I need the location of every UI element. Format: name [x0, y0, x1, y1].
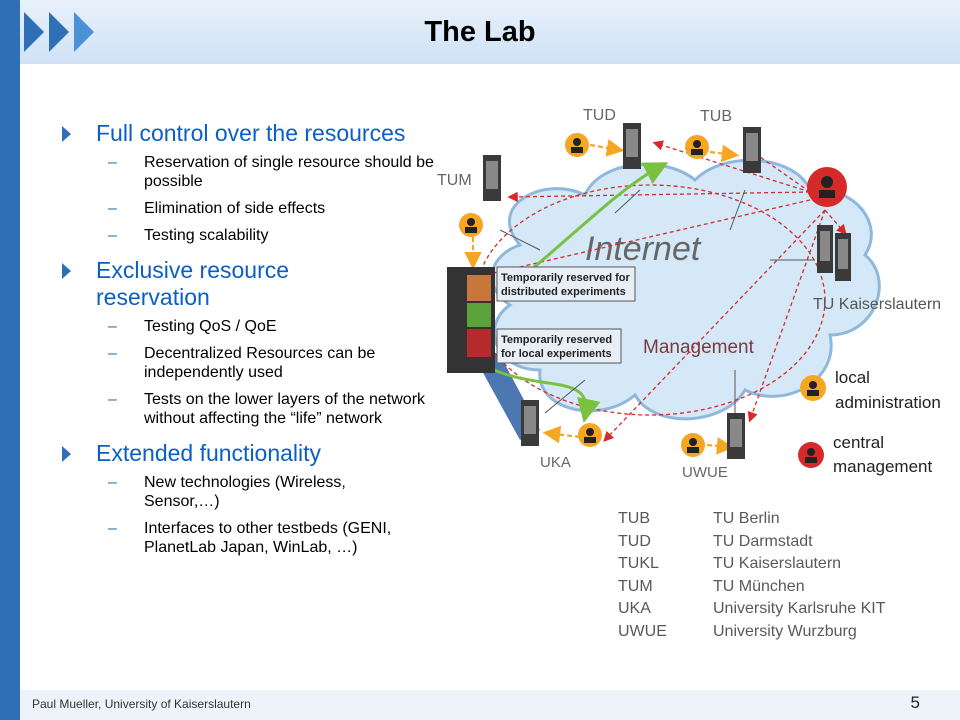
sub-bullet: – Elimination of side effects — [62, 199, 462, 218]
key-text: local — [835, 368, 870, 387]
legend-row: UKA University Karlsruhe KIT — [618, 600, 886, 623]
box-text: Temporarily reserved — [501, 334, 612, 346]
box-text: Temporarily reserved for — [501, 272, 631, 284]
distributed-reservation-box: Temporarily reserved for distributed exp… — [496, 266, 636, 302]
dash-bullet-icon: – — [108, 520, 117, 537]
sub-bullet: – New technologies (Wireless, Sensor,…) — [62, 473, 404, 511]
legend-abbr: TUB — [618, 510, 650, 527]
sub-bullet-text: Tests on the lower layers of the network… — [144, 391, 426, 427]
bullet-item: Extended functionality — [62, 440, 462, 467]
triangle-bullet-icon — [62, 126, 71, 142]
sub-bullet: – Interfaces to other testbeds (GENI, Pla… — [62, 519, 404, 557]
dash-bullet-icon: – — [108, 154, 117, 171]
dash-bullet-icon: – — [108, 391, 117, 408]
bullet-list: Full control over the resources – Reserva… — [62, 120, 462, 565]
site-label-uka: UKA — [540, 454, 571, 471]
box-text: distributed experiments — [501, 286, 626, 298]
server-tukl — [817, 225, 851, 281]
admin-icon — [681, 433, 705, 457]
sub-bullet: – Testing QoS / QoE — [62, 317, 462, 336]
server-tud — [623, 123, 641, 169]
sub-bullet-text: Testing scalability — [144, 227, 269, 244]
abbreviation-legend: TUB TU Berlin TUD TU Darmstadt TUKL TU Kais… — [618, 510, 886, 645]
sub-bullet-text: Reservation of single resource should be… — [144, 154, 434, 190]
key-text: administration — [835, 393, 941, 412]
sub-bullet-text: Interfaces to other testbeds (GENI, Plan… — [144, 520, 392, 556]
title-band — [20, 0, 960, 64]
dash-bullet-icon: – — [108, 345, 117, 362]
server-tum — [483, 155, 501, 201]
server-uka — [521, 400, 539, 446]
cloud-label: Internet — [585, 230, 702, 268]
key-text: management — [833, 457, 933, 476]
admin-icon — [578, 423, 602, 447]
sub-bullet-text: Testing QoS / QoE — [144, 318, 277, 335]
box-text: for local experiments — [501, 348, 612, 360]
bullet-text: Extended functionality — [96, 440, 322, 466]
legend-row: TUD TU Darmstadt — [618, 533, 886, 556]
legend-name: TU Kaiserslautern — [713, 555, 842, 572]
bullet-text: Exclusive resource reservation — [96, 257, 290, 310]
legend-name: TU Darmstadt — [713, 532, 813, 550]
bullet-text: Full control over the resources — [96, 120, 406, 146]
sub-bullet: – Decentralized Resources can be independ… — [62, 344, 444, 382]
left-accent-bar — [0, 0, 20, 720]
legend-row: TUKL TU Kaiserslautern — [618, 555, 886, 578]
sub-bullet-text: Decentralized Resources can be independe… — [144, 345, 376, 381]
bullet-item: Exclusive resource reservation — [62, 257, 376, 311]
legend-row: UWUE University Wurzburg — [618, 623, 886, 646]
admin-icon — [685, 135, 709, 159]
chevron-icon — [74, 12, 94, 52]
dash-bullet-icon: – — [108, 318, 117, 335]
server-rack-shared — [447, 267, 495, 373]
chevron-icon — [49, 12, 69, 52]
admin-icon — [565, 133, 589, 157]
legend-name: University Karlsruhe KIT — [713, 600, 886, 617]
sub-bullet: – Reservation of single resource should b… — [62, 153, 462, 191]
sub-bullet: – Testing scalability — [62, 226, 462, 245]
management-label: Management — [643, 337, 755, 358]
site-label-tud: TUD — [583, 107, 616, 124]
management-ring — [474, 184, 826, 416]
dash-bullet-icon: – — [108, 227, 117, 244]
server-uwue — [727, 413, 745, 459]
legend-abbr: UWUE — [618, 622, 667, 640]
sub-bullet: – Tests on the lower layers of the networ… — [62, 390, 434, 428]
legend-name: University Wurzburg — [713, 622, 857, 640]
key-text: central — [833, 433, 884, 452]
chevron-icon — [24, 12, 44, 52]
local-admin-key: local administration — [800, 368, 941, 412]
site-label-tum: TUM — [437, 172, 472, 189]
legend-row: TUM TU München — [618, 578, 886, 601]
legend-row: TUB TU Berlin — [618, 510, 886, 533]
footer-author: Paul Mueller, University of Kaiserslaute… — [32, 697, 251, 711]
admin-icon — [459, 213, 483, 237]
legend-name: TU Berlin — [713, 510, 780, 527]
triangle-bullet-icon — [62, 446, 71, 462]
slide-title: The Lab — [424, 16, 536, 48]
dash-bullet-icon: – — [108, 474, 117, 491]
central-manager-icon — [807, 167, 847, 207]
legend-abbr: TUKL — [618, 555, 659, 572]
bullet-item: Full control over the resources — [62, 120, 462, 147]
legend-abbr: TUM — [618, 577, 653, 595]
site-label-tukl: TU Kaiserslautern — [813, 296, 941, 313]
sub-bullet-text: Elimination of side effects — [144, 200, 326, 217]
sub-bullet-text: New technologies (Wireless, Sensor,…) — [144, 474, 346, 510]
legend-abbr: UKA — [618, 600, 651, 617]
footer-band — [20, 690, 960, 720]
legend-abbr: TUD — [618, 532, 651, 550]
site-label-uwue: UWUE — [682, 464, 728, 481]
site-label-tub: TUB — [700, 108, 732, 125]
server-tub — [743, 127, 761, 173]
dash-bullet-icon: – — [108, 200, 117, 217]
central-management-key: central management — [798, 433, 933, 476]
page-number: 5 — [910, 693, 920, 712]
network-diagram: Internet Management — [437, 107, 941, 481]
legend-name: TU München — [713, 577, 805, 595]
local-reservation-box: Temporarily reserved for local experimen… — [496, 328, 622, 364]
triangle-bullet-icon — [62, 263, 71, 279]
